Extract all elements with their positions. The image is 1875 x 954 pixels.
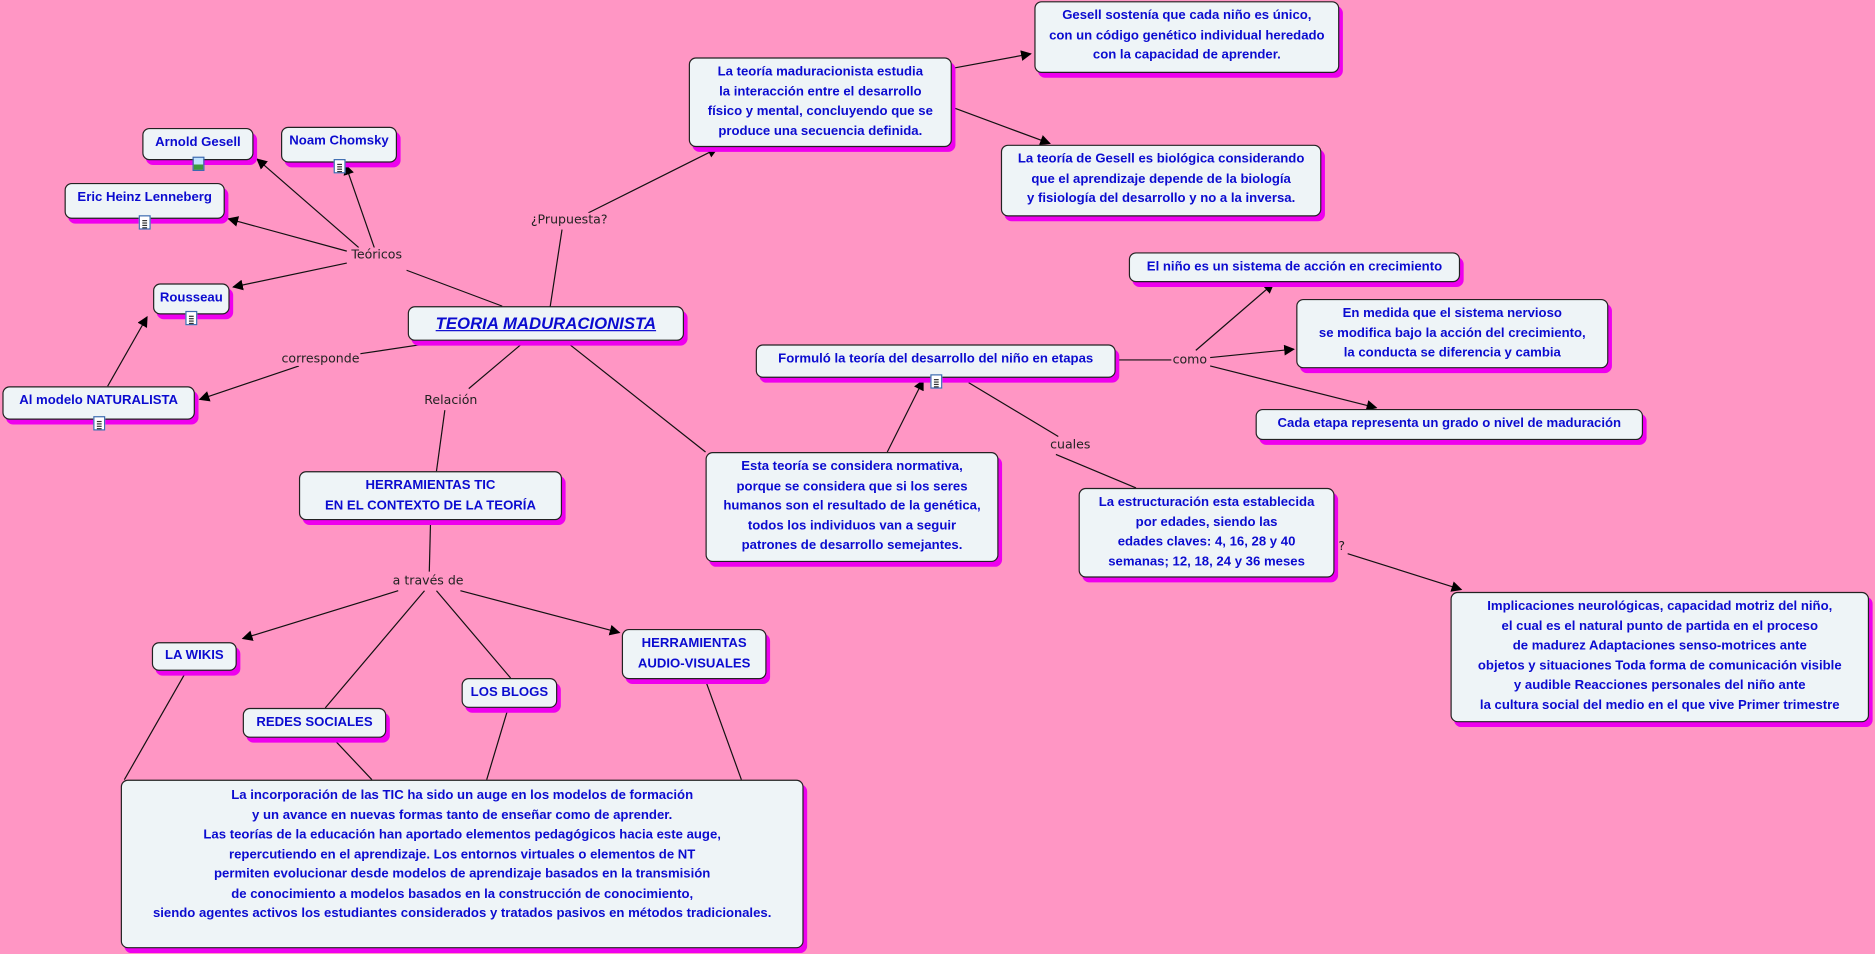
document-icon[interactable] (138, 215, 151, 230)
document-icon[interactable] (333, 159, 345, 174)
node-text: LA WIKIS (164, 648, 224, 663)
node-text: Implicaciones neurológicas, capacidad mo… (1477, 599, 1842, 713)
node-text: HERRAMIENTAS AUDIO-VISUALES (637, 636, 751, 671)
document-icon[interactable] (185, 310, 198, 326)
node-text: Esta teoría se considera normativa, porq… (723, 459, 981, 553)
link-label-teoricos: Teóricos (350, 247, 404, 262)
node-text: La incorporación de las TIC ha sido un a… (152, 788, 772, 921)
node-estudia[interactable]: La teoría maduracionista estudia la inte… (688, 57, 952, 148)
node-text: La estructuración esta establecida por e… (1098, 495, 1315, 569)
node-gesell-unico[interactable]: Gesell sostenía que cada niño es único, … (1034, 1, 1340, 73)
node-text: Gesell sostenía que cada niño es único, … (1049, 8, 1325, 63)
node-normativa[interactable]: Esta teoría se considera normativa, porq… (705, 452, 999, 563)
node-text: Eric Heinz Lenneberg (77, 190, 212, 205)
node-text: REDES SOCIALES (256, 715, 373, 730)
link-label-relacion: Relación (423, 393, 479, 408)
node-medida[interactable]: En medida que el sistema nervioso se mod… (1296, 298, 1609, 369)
document-icon[interactable] (92, 416, 105, 431)
image-icon[interactable] (191, 156, 204, 171)
node-nino-sistema[interactable]: El niño es un sistema de acción en creci… (1128, 252, 1461, 282)
node-modelo-naturalista[interactable]: Al modelo NATURALISTA (2, 386, 195, 431)
document-icon[interactable] (930, 374, 943, 389)
link-label-corresponde: corresponde (280, 351, 361, 366)
node-formulo[interactable]: Formuló la teoría del desarrollo del niñ… (755, 344, 1116, 389)
node-rousseau[interactable]: Rousseau (153, 283, 230, 326)
node-text: LOS BLOGS (470, 685, 549, 700)
node-herramientas-tic[interactable]: HERRAMIENTAS TIC EN EL CONTEXTO DE LA TE… (298, 471, 563, 521)
node-arnold-gesell[interactable]: Arnold Gesell (142, 127, 254, 171)
link-label-question: ? (1337, 539, 1347, 554)
main-topic-text: TEORIA MADURACIONISTA (435, 313, 657, 333)
node-text: Al modelo NATURALISTA (19, 393, 179, 408)
node-text: HERRAMIENTAS TIC EN EL CONTEXTO DE LA TE… (324, 478, 536, 513)
node-text: En medida que el sistema nervioso se mod… (1318, 306, 1586, 360)
node-text: La teoría de Gesell es biológica conside… (1017, 151, 1305, 206)
node-teoria-maduracionista[interactable]: TEORIA MADURACIONISTA (407, 306, 684, 341)
node-text: Arnold Gesell (155, 135, 241, 150)
node-lenneberg[interactable]: Eric Heinz Lenneberg (64, 182, 225, 230)
node-noam-chomsky[interactable]: Noam Chomsky (281, 126, 398, 174)
link-label-propuesta: ¿Prupuesta? (529, 212, 609, 228)
node-redes-sociales[interactable]: REDES SOCIALES (242, 707, 387, 738)
node-text: Cada etapa representa un grado o nivel d… (1277, 416, 1622, 431)
node-incorporacion-tic[interactable]: La incorporación de las TIC ha sido un a… (120, 779, 804, 949)
node-text: Noam Chomsky (289, 133, 389, 149)
link-label-cuales: cuales (1048, 437, 1092, 453)
node-text: El niño es un sistema de acción en creci… (1146, 259, 1443, 274)
node-cada-etapa[interactable]: Cada etapa representa un grado o nivel d… (1255, 408, 1644, 441)
link-label-a-traves: a través de (391, 573, 465, 589)
node-text: Rousseau (159, 290, 223, 305)
node-implicaciones[interactable]: Implicaciones neurológicas, capacidad mo… (1450, 591, 1870, 723)
node-audiovisuales[interactable]: HERRAMIENTAS AUDIO-VISUALES (621, 628, 767, 680)
node-wikis[interactable]: LA WIKIS (151, 642, 237, 671)
node-text: Formuló la teoría del desarrollo del niñ… (778, 351, 1094, 366)
node-blogs[interactable]: LOS BLOGS (461, 678, 558, 708)
node-gesell-biologica[interactable]: La teoría de Gesell es biológica conside… (1000, 144, 1322, 217)
node-estructuracion[interactable]: La estructuración esta establecida por e… (1078, 487, 1335, 578)
link-label-como: como (1171, 352, 1209, 368)
node-text: La teoría maduracionista estudia la inte… (707, 64, 933, 139)
